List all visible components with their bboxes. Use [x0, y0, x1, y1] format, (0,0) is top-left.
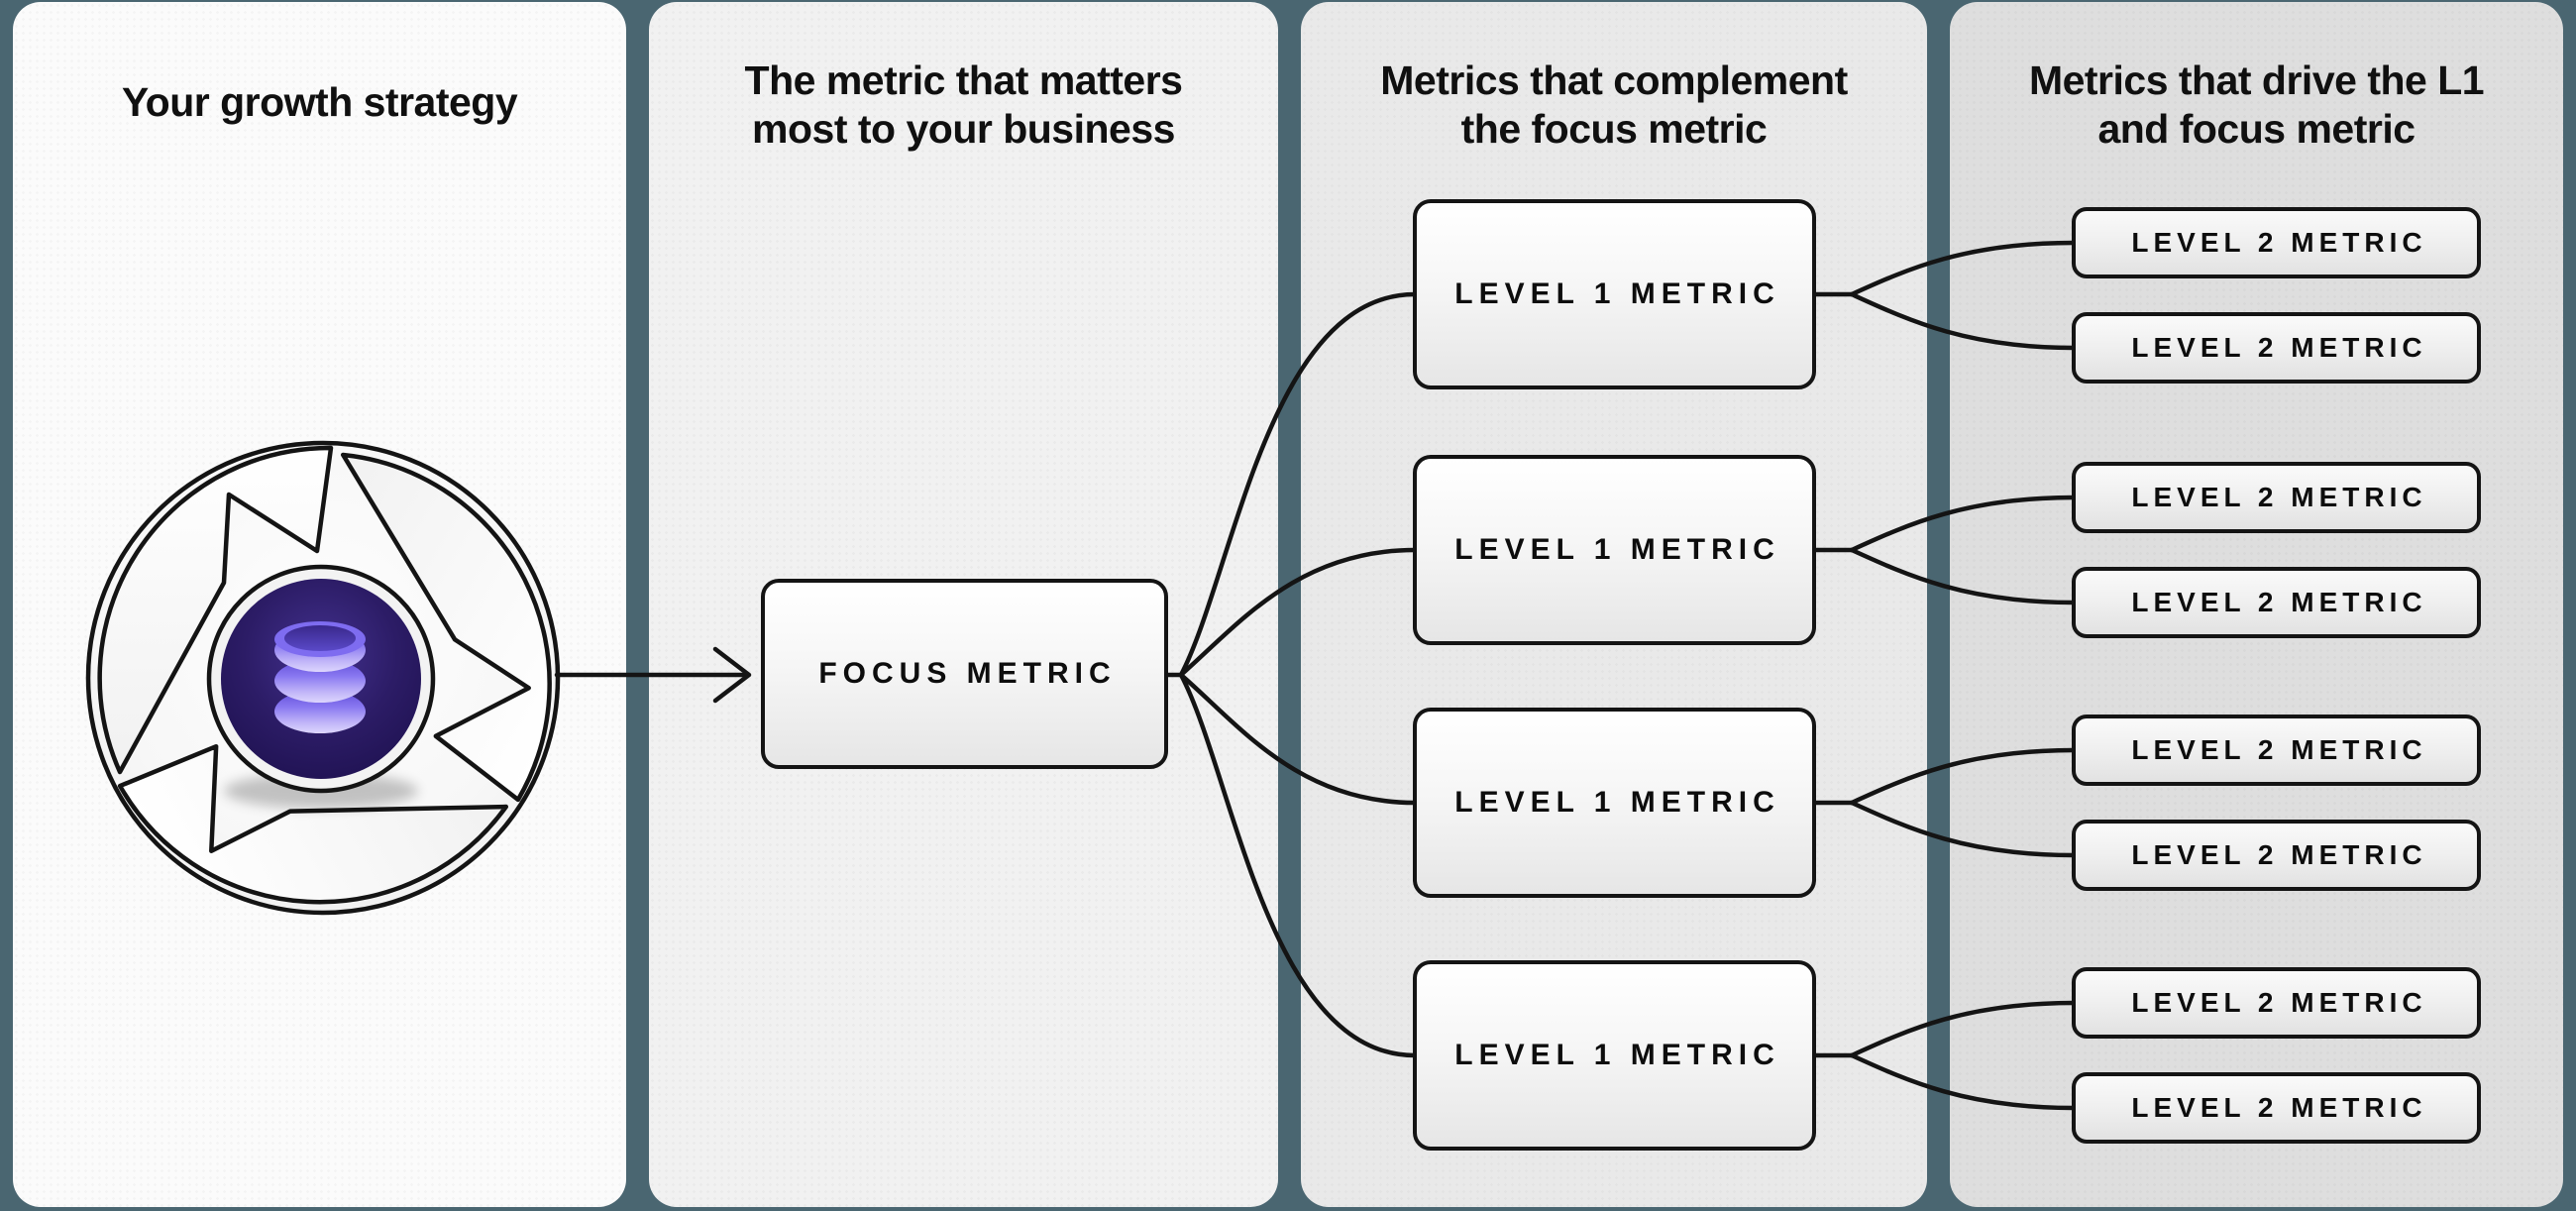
edge-l1-1-l2-1: [1849, 240, 2077, 297]
node-label: LEVEL 1 METRIC: [1454, 1039, 1780, 1071]
node-label: LEVEL 2 METRIC: [2131, 987, 2427, 1018]
edge-l1-1-l2-2: [1849, 291, 2077, 351]
panel-title-line: Metrics that drive the L1: [2028, 57, 2485, 103]
level2-metric-node: LEVEL 2 METRIC: [2072, 820, 2481, 891]
node-label: LEVEL 2 METRIC: [2131, 734, 2427, 765]
edge-l1-3-l2-5: [1849, 747, 2077, 806]
panel-title-level2: Metrics that drive the L1 and focus metr…: [1950, 56, 2563, 154]
level1-metric-node: LEVEL 1 METRIC: [1413, 199, 1816, 389]
level1-metric-node: LEVEL 1 METRIC: [1413, 455, 1816, 645]
database-icon: [274, 621, 366, 733]
level2-metric-node: LEVEL 2 METRIC: [2072, 462, 2481, 533]
panel-title-level1: Metrics that complement the focus metric: [1301, 56, 1927, 154]
panel-title-line: and focus metric: [2097, 106, 2415, 152]
level2-metric-node: LEVEL 2 METRIC: [2072, 967, 2481, 1039]
node-label: LEVEL 2 METRIC: [2131, 227, 2427, 258]
flywheel-icon: [85, 440, 561, 916]
panel-title-line: The metric that matters: [744, 57, 1183, 103]
panel-title-line: Metrics that complement: [1380, 57, 1848, 103]
edge-l1-4-l2-7: [1849, 1000, 2077, 1058]
flywheel-blades: [97, 445, 552, 905]
edge-l1-3-l2-6: [1849, 800, 2077, 858]
edge-l1-4-l2-8: [1849, 1052, 2077, 1111]
node-label: LEVEL 2 METRIC: [2131, 482, 2427, 512]
level1-metric-node: LEVEL 1 METRIC: [1413, 708, 1816, 898]
panel-title-line: the focus metric: [1460, 106, 1768, 152]
node-label: LEVEL 1 METRIC: [1454, 277, 1780, 310]
arrowhead-right-icon: [712, 646, 752, 704]
level2-metric-node: LEVEL 2 METRIC: [2072, 312, 2481, 384]
node-label: LEVEL 2 METRIC: [2131, 587, 2427, 617]
panel-title-line: most to your business: [752, 106, 1175, 152]
level2-metric-node: LEVEL 2 METRIC: [2072, 1072, 2481, 1144]
level2-metric-node: LEVEL 2 METRIC: [2072, 715, 2481, 786]
edge-focus-l1-1: [1178, 291, 1418, 678]
node-label: LEVEL 1 METRIC: [1454, 533, 1780, 566]
panel-title-line: Your growth strategy: [121, 79, 518, 125]
panel-title-growth-strategy: Your growth strategy: [13, 78, 626, 127]
edge-l1-2-l2-3: [1849, 495, 2077, 553]
edge-focus-l1-2: [1178, 547, 1418, 678]
panel-title-focus-metric: The metric that matters most to your bus…: [649, 56, 1278, 154]
level2-metric-node: LEVEL 2 METRIC: [2072, 567, 2481, 638]
level1-metric-node: LEVEL 1 METRIC: [1413, 960, 1816, 1151]
edge-l1-2-l2-4: [1849, 547, 2077, 606]
connector-lines: [554, 240, 2077, 1111]
level2-metric-node: LEVEL 2 METRIC: [2072, 207, 2481, 278]
node-label: FOCUS METRIC: [818, 657, 1117, 690]
node-label: LEVEL 2 METRIC: [2131, 1092, 2427, 1123]
focus-metric-node: FOCUS METRIC: [761, 579, 1168, 769]
edge-focus-l1-3: [1178, 672, 1418, 806]
node-label: LEVEL 1 METRIC: [1454, 786, 1780, 819]
node-label: LEVEL 2 METRIC: [2131, 332, 2427, 363]
node-label: LEVEL 2 METRIC: [2131, 839, 2427, 870]
edge-focus-l1-4: [1178, 672, 1418, 1058]
